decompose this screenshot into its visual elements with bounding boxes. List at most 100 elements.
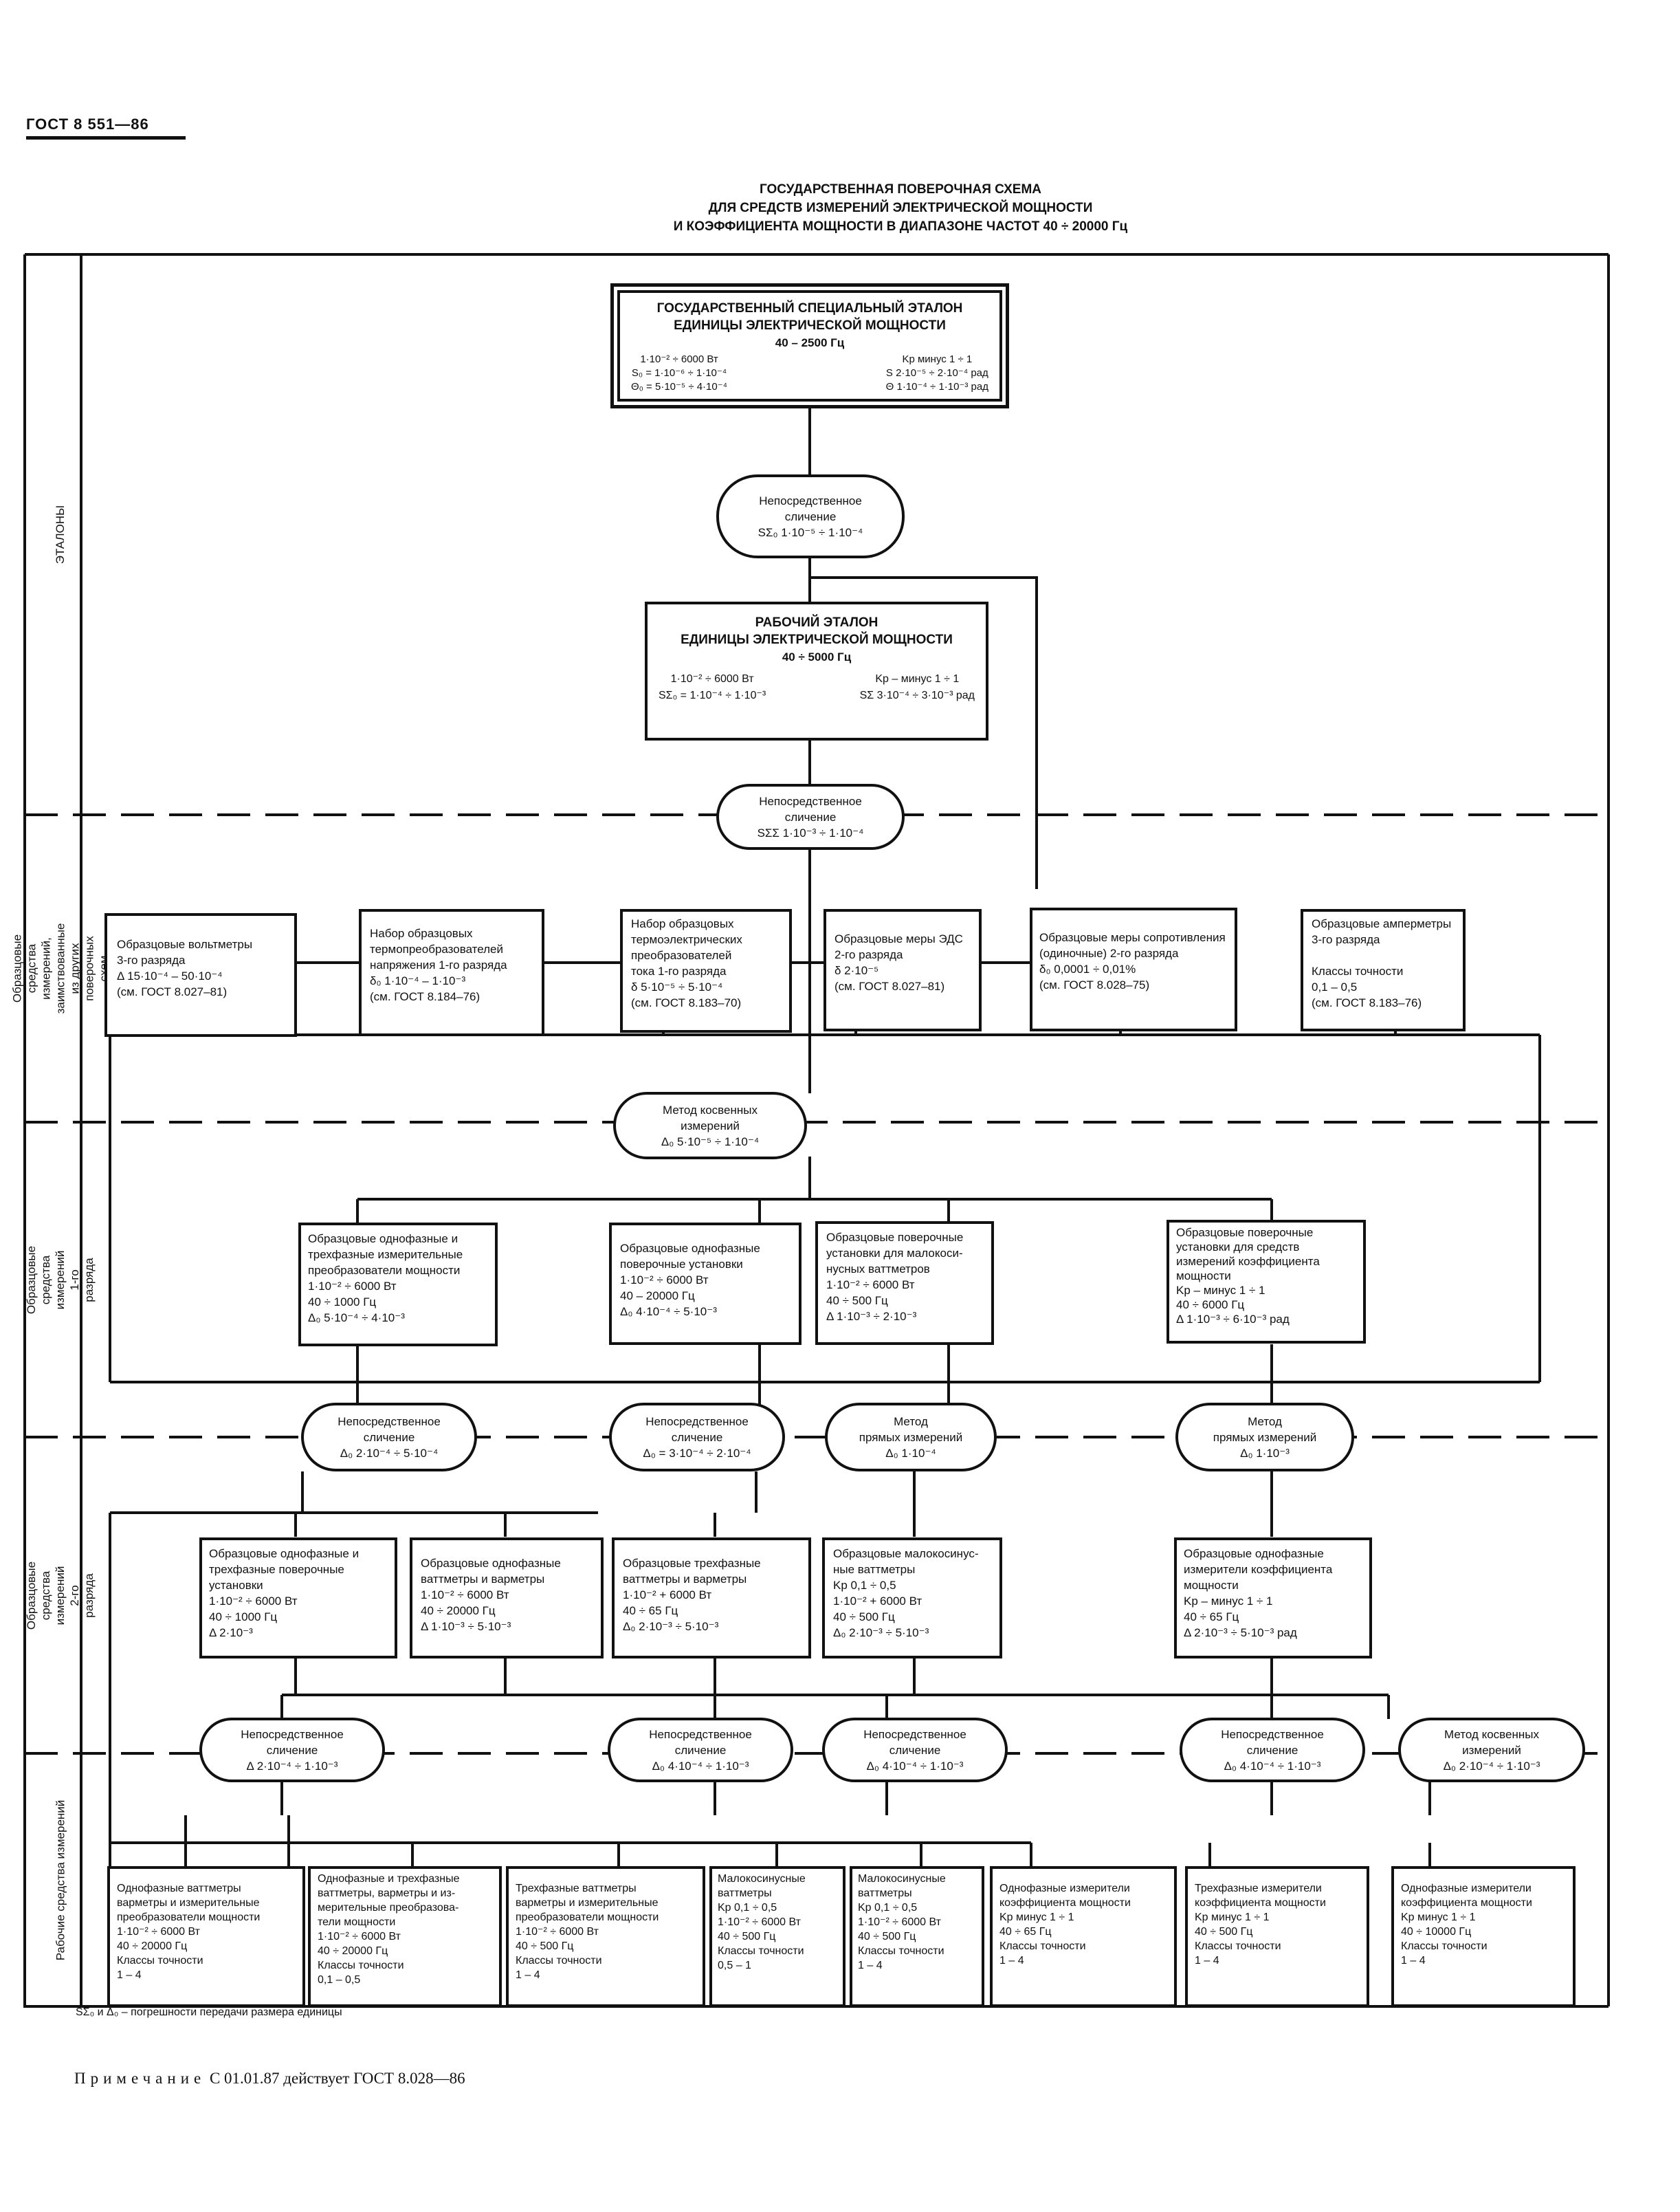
spec-line: S₀ = 1·10⁻⁶ ÷ 1·10⁻⁴	[631, 367, 727, 379]
node-line: напряжения 1-го разряда	[370, 959, 507, 972]
method-error: Δ₀ 5·10⁻⁵ ÷ 1·10⁻⁴	[661, 1135, 760, 1148]
spec-line: Θ 1·10⁻⁴ ÷ 1·10⁻³ рад	[885, 381, 988, 393]
method-direct-comparison-1[interactable]: Непосредственное сличение SΣ₀ 1·10⁻⁵ ÷ 1…	[716, 474, 905, 558]
node-line: тока 1-го разряда	[631, 965, 727, 978]
footnote: Примечание С 01.01.87 действует ГОСТ 8.0…	[74, 2070, 465, 2088]
method-error: Δ 2·10⁻⁴ ÷ 1·10⁻³	[246, 1759, 338, 1773]
spec-line: SΣ₀ = 1·10⁻⁴ ÷ 1·10⁻³	[659, 690, 766, 701]
method-error: Δ₀ 4·10⁻⁴ ÷ 1·10⁻³	[652, 1759, 749, 1773]
node-line: δ 2·10⁻⁵	[835, 964, 879, 977]
node-line: ваттметры	[858, 1887, 912, 1899]
node-line: 40 ÷ 1000 Гц	[308, 1295, 377, 1308]
node-line: (одиночные) 2-го разряда	[1039, 947, 1179, 960]
spec-line: Kp – минус 1 ÷ 1	[875, 673, 960, 685]
node-line: Δ 1·10⁻³ ÷ 2·10⁻³	[826, 1310, 917, 1323]
node-line: (см. ГОСТ 8.183–76)	[1312, 996, 1422, 1009]
node-line: Образцовые трехфазные	[623, 1557, 761, 1570]
diagram-title: ГОСУДАРСТВЕННАЯ ПОВЕРОЧНАЯ СХЕМА ДЛЯ СРЕ…	[481, 180, 1320, 236]
node-line: (см. ГОСТ 8.027–81)	[117, 985, 228, 998]
node-line: коэффициента мощности	[999, 1897, 1131, 1909]
node-line: 0,5 – 1	[718, 1960, 751, 1971]
node-line: 40 ÷ 20000 Гц	[117, 1940, 188, 1952]
node-line: 40 ÷ 500 Гц	[516, 1940, 574, 1952]
method-line: Метод косвенных	[663, 1103, 758, 1117]
node-line: 3-го разряда	[117, 954, 186, 967]
method-line: Непосредственное	[1221, 1727, 1324, 1741]
node-line: 1·10⁻² ÷ 6000 Вт	[318, 1931, 401, 1942]
node-line: 1 – 4	[999, 1955, 1024, 1967]
node-line: Набор образцовых	[370, 927, 473, 940]
node-line: Kp минус 1 ÷ 1	[999, 1912, 1074, 1923]
node-line: 40 ÷ 65 Гц	[623, 1604, 678, 1617]
method-line: прямых измерений	[859, 1430, 963, 1444]
level-label-borrowed: Образцовые средства измерений, заимствов…	[10, 923, 111, 1014]
node-line: Δ₀ 4·10⁻⁴ ÷ 5·10⁻³	[620, 1305, 717, 1318]
borrowed-resistance-measures[interactable]: Образцовые меры сопротивления(одиночные)…	[1030, 908, 1237, 1031]
node-line: Δ 1·10⁻³ ÷ 6·10⁻³ рад	[1176, 1313, 1290, 1326]
node-line: 0,1 – 0,5	[318, 1974, 361, 1986]
method-error: Δ₀ 2·10⁻⁴ ÷ 5·10⁻⁴	[340, 1446, 439, 1460]
node-line: 0,1 – 0,5	[1312, 981, 1358, 994]
node-line: мощности	[1184, 1579, 1239, 1592]
node-line: Малокосинусные	[858, 1873, 946, 1885]
node-line: 1·10⁻² ÷ 6000 Вт	[620, 1273, 709, 1286]
node-line: трехфазные поверочные	[209, 1563, 344, 1576]
node-line: Δ 2·10⁻³	[209, 1626, 253, 1639]
node-line: Набор образцовых	[631, 917, 734, 930]
method-line: сличение	[674, 1743, 727, 1757]
node-line: Образцовые поверочные	[826, 1231, 964, 1244]
borrowed-current-thermoconverters[interactable]: Набор образцовых термоэлектрических преобр…	[620, 909, 792, 1033]
standard-title-line: ГОСУДАРСТВЕННЫЙ СПЕЦИАЛЬНЫЙ ЭТАЛОН	[656, 301, 963, 316]
state-primary-standard[interactable]: ГОСУДАРСТВЕННЫЙ СПЕЦИАЛЬНЫЙ ЭТАЛОН ЕДИНИ…	[610, 283, 1009, 408]
working-standard[interactable]: РАБОЧИЙ ЭТАЛОН ЕДИНИЦЫ ЭЛЕКТРИЧЕСКОЙ МОЩ…	[645, 602, 988, 741]
node-line: Kp минус 1 ÷ 1	[1401, 1912, 1476, 1923]
node-line: 40 ÷ 65 Гц	[999, 1926, 1052, 1938]
node-line: Образцовые однофазные и	[308, 1232, 458, 1245]
node-line: 40 ÷ 500 Гц	[718, 1931, 776, 1942]
spec-line: 1·10⁻² ÷ 6000 Вт	[670, 673, 754, 685]
node-line: Образцовые поверочные	[1176, 1226, 1314, 1239]
node-line: Классы точности	[1195, 1940, 1281, 1952]
node-line: преобразователей	[631, 949, 732, 962]
node-line: 1·10⁻² ÷ 6000 Вт	[718, 1916, 801, 1928]
method-indirect-measurement[interactable]: Метод косвенных измерений Δ₀ 5·10⁻⁵ ÷ 1·…	[613, 1092, 807, 1159]
node-line: Kp 0,1 ÷ 0,5	[858, 1902, 918, 1914]
node-line: термоэлектрических	[631, 933, 742, 946]
method-direct-comparison-2[interactable]: Непосредственное сличение SΣΣ 1·10⁻³ ÷ 1…	[716, 784, 905, 850]
node-line: 40 ÷ 6000 Гц	[1176, 1298, 1245, 1311]
standard-frequency: 40 – 2500 Гц	[775, 336, 845, 349]
node-line: Однофазные и трехфазные	[318, 1873, 460, 1885]
node-line: Δ₀ 2·10⁻³ ÷ 5·10⁻³	[833, 1626, 929, 1639]
node-line: преобразователи мощности	[516, 1912, 659, 1923]
